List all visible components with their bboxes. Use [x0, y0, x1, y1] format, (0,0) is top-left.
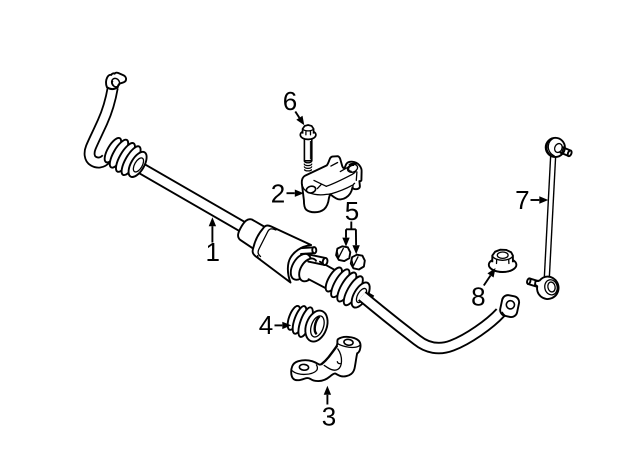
svg-text:8: 8	[471, 282, 485, 312]
svg-text:7: 7	[515, 185, 529, 215]
svg-text:4: 4	[259, 310, 273, 340]
svg-text:1: 1	[205, 237, 219, 267]
svg-text:6: 6	[283, 86, 297, 116]
svg-text:5: 5	[345, 196, 359, 226]
svg-text:3: 3	[322, 402, 336, 432]
svg-text:2: 2	[271, 179, 285, 209]
